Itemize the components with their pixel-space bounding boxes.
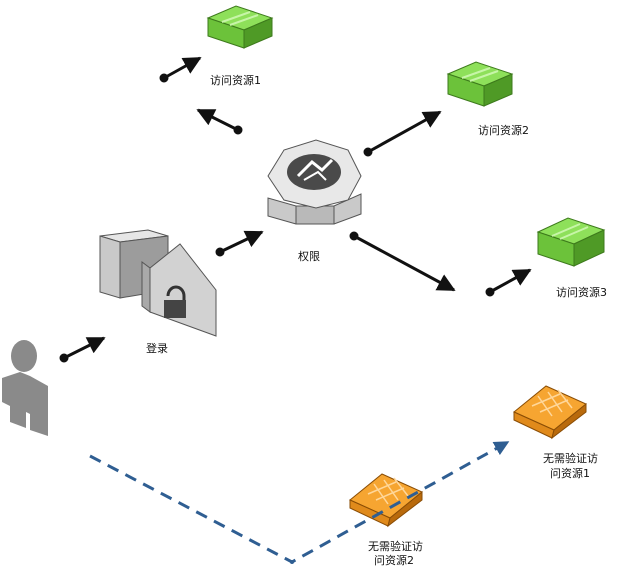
arrows <box>59 56 532 363</box>
arrow-permission-to-resource3 <box>353 234 456 292</box>
free-resource-icon <box>349 473 423 528</box>
arrow-to-resource1-box <box>163 56 202 80</box>
label-free2-line1: 无需验证访 <box>368 539 423 553</box>
login-lock-icon <box>99 229 217 337</box>
label-resource3: 访问资源3 <box>556 285 607 299</box>
arrow-login-to-permission <box>219 230 264 254</box>
arrow-user-to-login <box>63 336 106 360</box>
dashed-path-vertex <box>290 560 294 564</box>
resource-box-icon <box>446 61 514 107</box>
label-free1-line2: 问资源1 <box>550 466 590 480</box>
arrow-permission-to-resource2 <box>367 110 442 154</box>
label-resource1: 访问资源1 <box>210 73 261 87</box>
user-icon <box>2 340 48 436</box>
free-resource-icon <box>513 385 587 440</box>
arrow-permission-to-resource1 <box>196 108 239 132</box>
resource-box-icon <box>536 217 606 267</box>
label-resource2: 访问资源2 <box>478 123 529 137</box>
permission-server-icon <box>267 139 362 225</box>
dashed-path <box>89 440 510 564</box>
arrow-to-resource3-box <box>489 268 532 294</box>
resource-box-icon <box>206 5 274 49</box>
label-permission: 权限 <box>298 250 320 263</box>
label-free1-line1: 无需验证访 <box>543 451 598 465</box>
label-login: 登录 <box>146 341 168 355</box>
label-free2-line2: 问资源2 <box>374 553 414 567</box>
